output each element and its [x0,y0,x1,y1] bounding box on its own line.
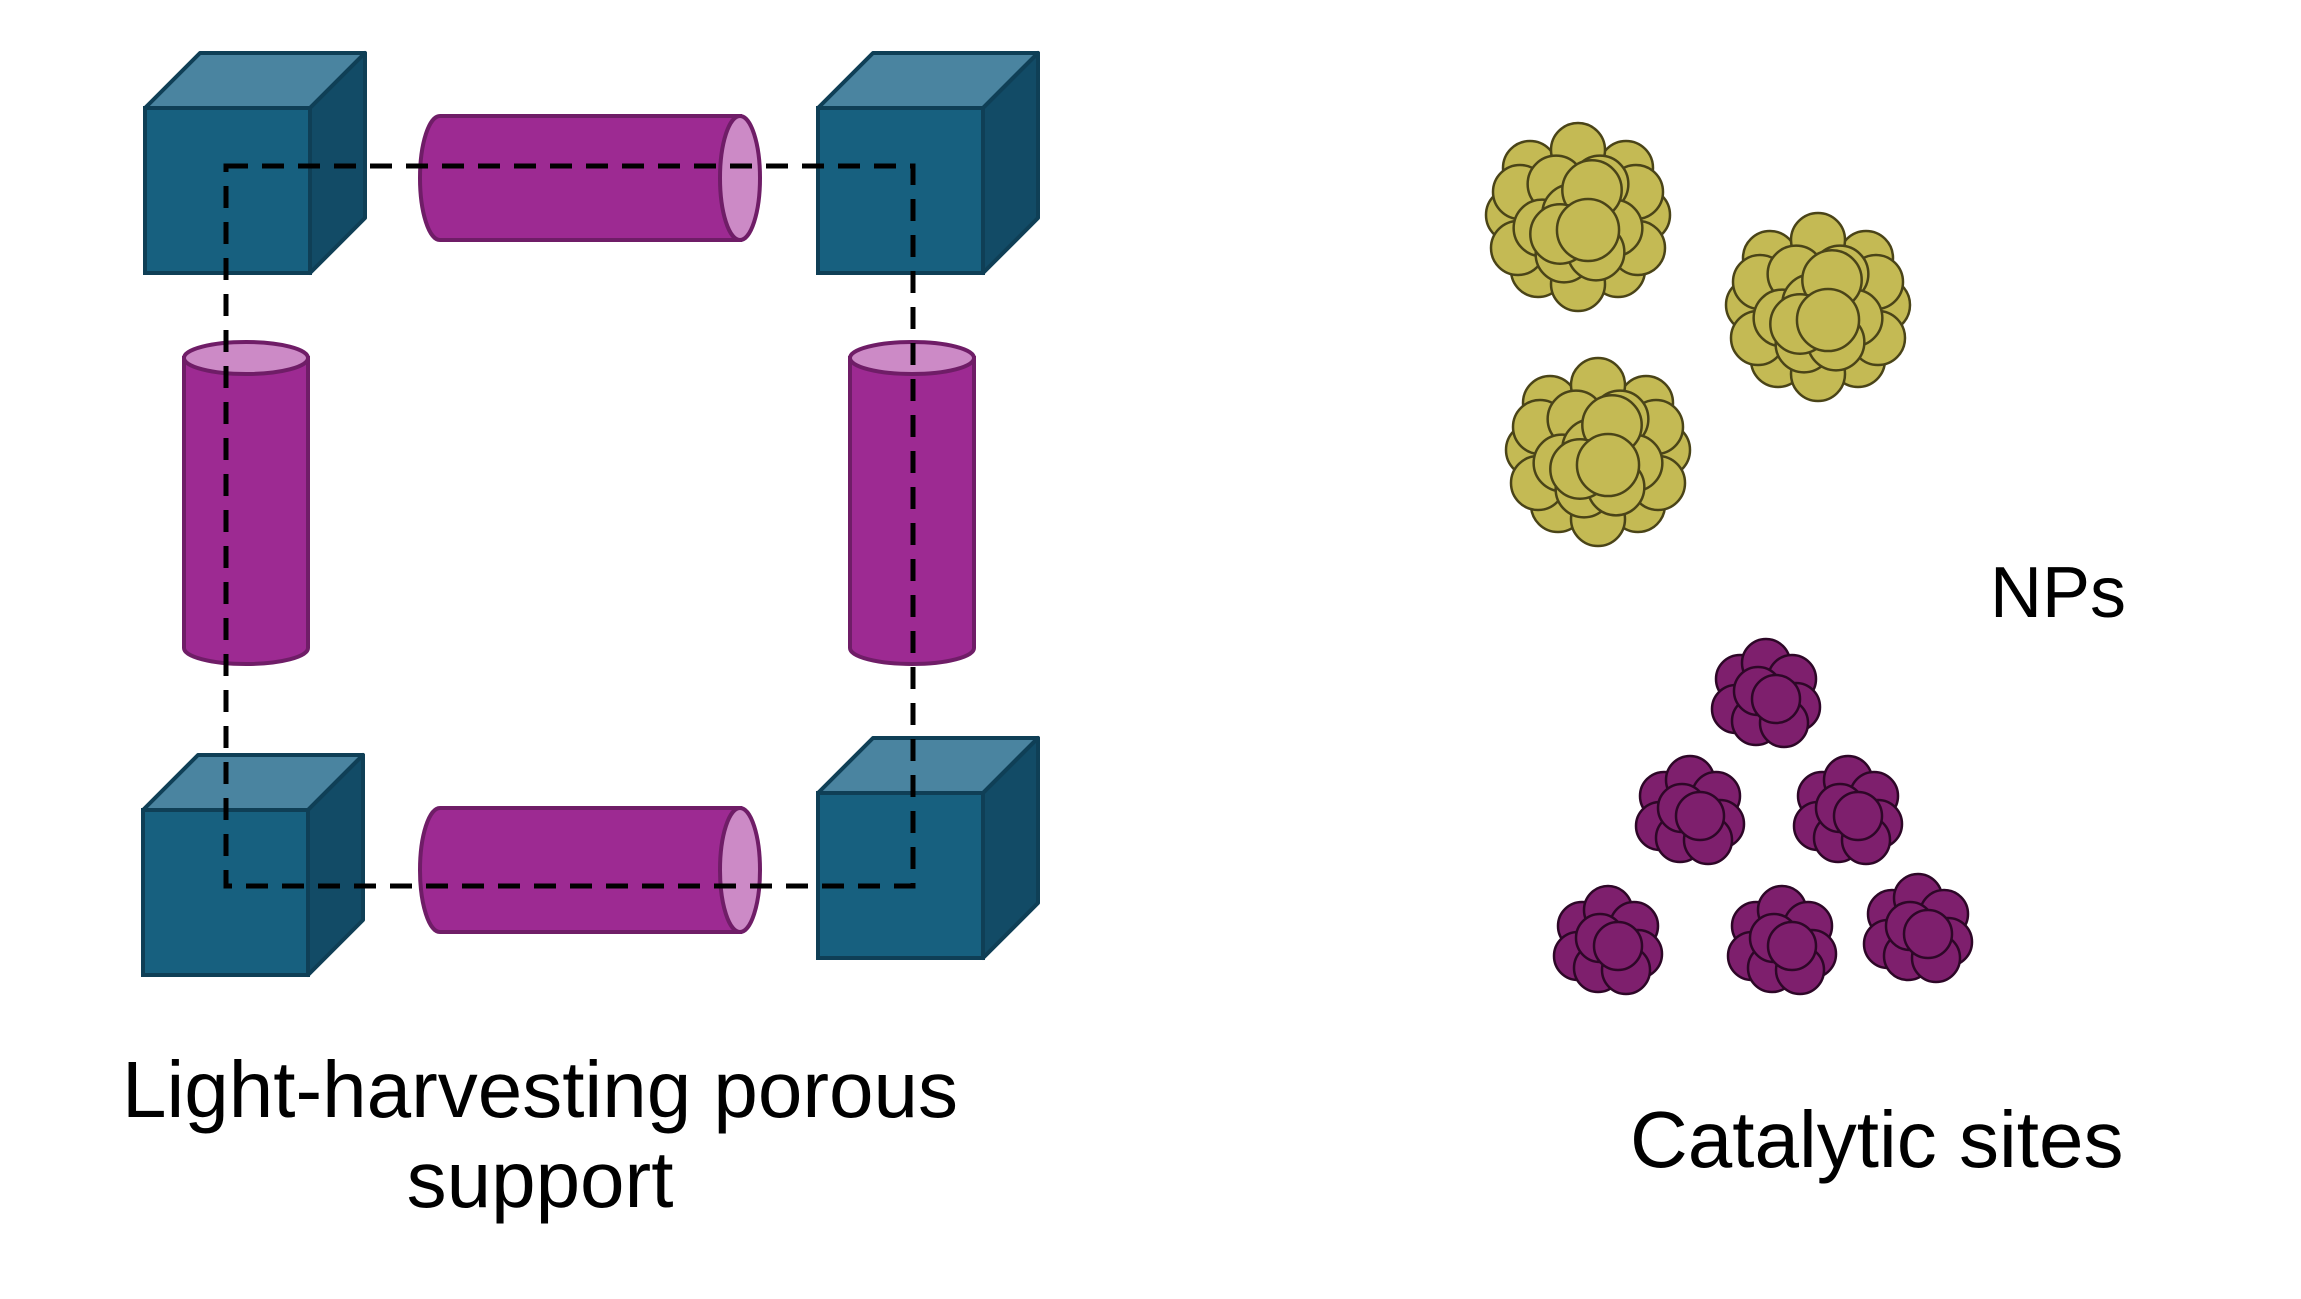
catalytic-site-atom [1592,920,1644,972]
catalytic-site-cluster-4 [1552,884,1664,996]
cylinder-body [418,114,742,242]
cylinder-body [182,356,310,666]
nanoparticle-cluster-3 [1504,356,1692,548]
node-bottom-left [141,753,365,977]
catalytic-site-cluster-1 [1710,637,1822,749]
support-label: Light-harvesting porous support [40,1045,1040,1224]
linker-top [418,114,762,242]
support-label-line-1: Light-harvesting porous [121,1045,959,1134]
nanoparticle-atom [1555,197,1621,263]
catalytic-site-atom [1832,790,1884,842]
catalytic-site-atom [1902,908,1954,960]
nanoparticle-atom [1575,432,1641,498]
pore-outline [223,163,916,889]
nanoparticles-label: NPs [1990,553,2127,633]
cylinder-cap [182,340,310,376]
linker-right [848,340,976,666]
nanoparticle-cluster-1 [1484,121,1672,313]
catalytic-site-cluster-3 [1792,754,1904,866]
linker-left [182,340,310,666]
catalytic-site-atom [1766,920,1818,972]
cylinder-cap [718,114,762,242]
catalytic-site-atom [1750,673,1802,725]
node-top-left [143,51,367,275]
nanoparticle-atom [1795,287,1861,353]
catalytic-site-cluster-5 [1726,884,1838,996]
cube-front-face [816,791,985,960]
catalytic-site-cluster-6 [1862,872,1974,984]
catalytic-site-cluster-2 [1634,754,1746,866]
catalytic-sites-label: Catalytic sites [1630,1095,2124,1184]
porous-framework [141,51,1040,977]
cylinder-cap [718,806,762,934]
nanoparticle-cluster-2 [1724,211,1912,403]
cylinder-body [848,356,976,666]
node-top-right [816,51,1040,275]
nanoparticle-group [1484,121,1912,548]
cube-front-face [816,106,985,275]
support-label-line-2: support [406,1134,674,1224]
catalytic-site-group [1552,637,1974,996]
catalytic-site-atom [1674,790,1726,842]
cylinder-body [418,806,742,934]
node-bottom-right [816,736,1040,960]
linker-bottom [418,806,762,934]
